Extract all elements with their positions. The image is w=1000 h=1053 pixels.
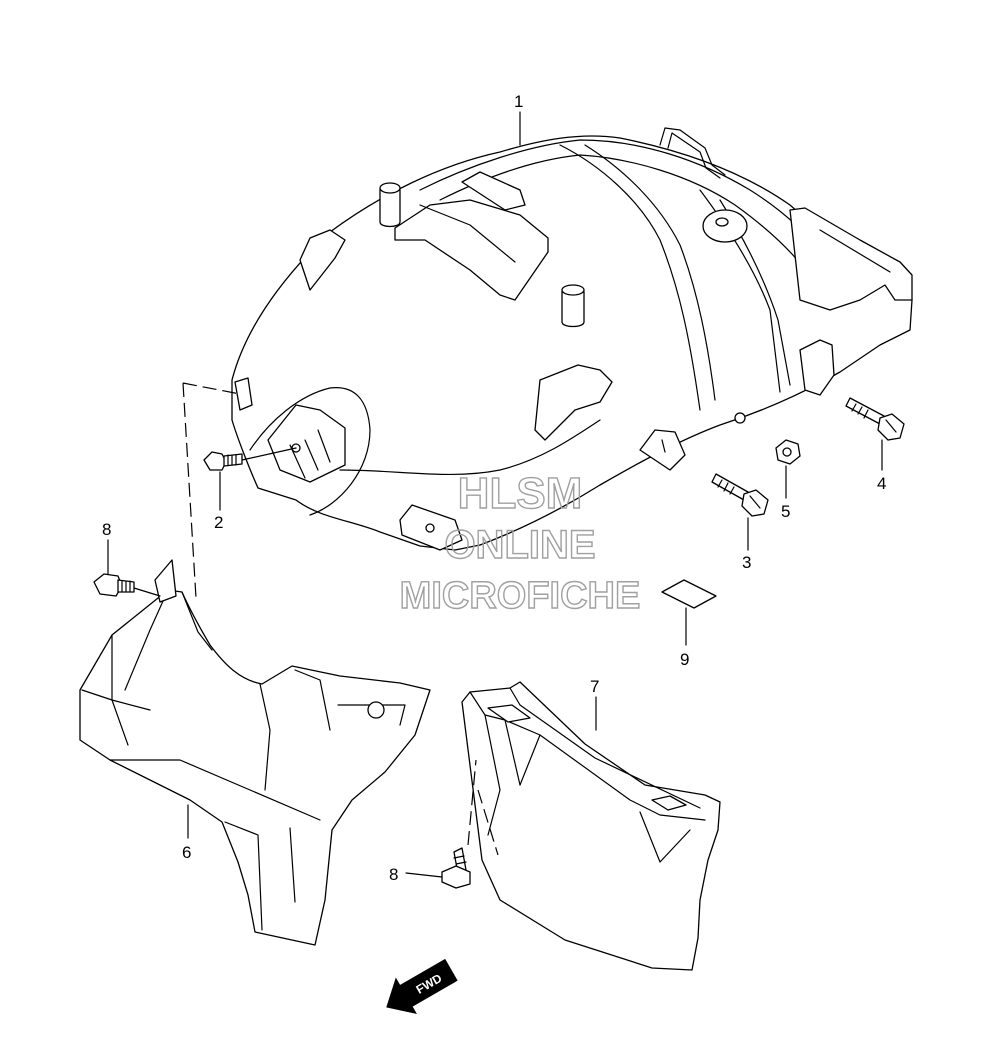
inner-fender-part-1[interactable] <box>231 127 913 551</box>
forward-arrow-icon: FWD <box>386 958 458 1015</box>
watermark-line-2: ONLINE <box>444 523 595 567</box>
callout-labels: 1 2 3 4 5 6 7 8 8 9 <box>102 92 886 884</box>
bolt-part-2[interactable] <box>203 451 243 471</box>
callout-8-upper[interactable]: 8 <box>102 520 111 539</box>
leader-lines <box>107 111 883 878</box>
bolt-part-3[interactable] <box>711 473 769 517</box>
bolt-part-8-upper[interactable] <box>93 573 135 597</box>
watermark: HLSM ONLINE MICROFICHE <box>399 468 641 617</box>
nut-part-5[interactable] <box>775 439 801 465</box>
callout-2[interactable]: 2 <box>214 513 223 532</box>
bolt-part-8-lower[interactable] <box>441 847 471 889</box>
callout-6[interactable]: 6 <box>182 843 191 862</box>
callout-1[interactable]: 1 <box>514 92 523 111</box>
callout-3[interactable]: 3 <box>742 553 751 572</box>
shroud-part-6[interactable] <box>79 559 431 946</box>
clip-part-9[interactable] <box>661 579 717 609</box>
watermark-line-1: HLSM <box>458 469 583 518</box>
bolt-part-4[interactable] <box>845 397 905 441</box>
callout-5[interactable]: 5 <box>781 502 790 521</box>
callout-7[interactable]: 7 <box>590 677 599 696</box>
mudflap-part-7[interactable] <box>461 681 721 971</box>
callout-8-lower[interactable]: 8 <box>389 865 398 884</box>
callout-4[interactable]: 4 <box>877 474 886 493</box>
callout-9[interactable]: 9 <box>680 650 689 669</box>
watermark-line-3: MICROFICHE <box>400 575 641 617</box>
